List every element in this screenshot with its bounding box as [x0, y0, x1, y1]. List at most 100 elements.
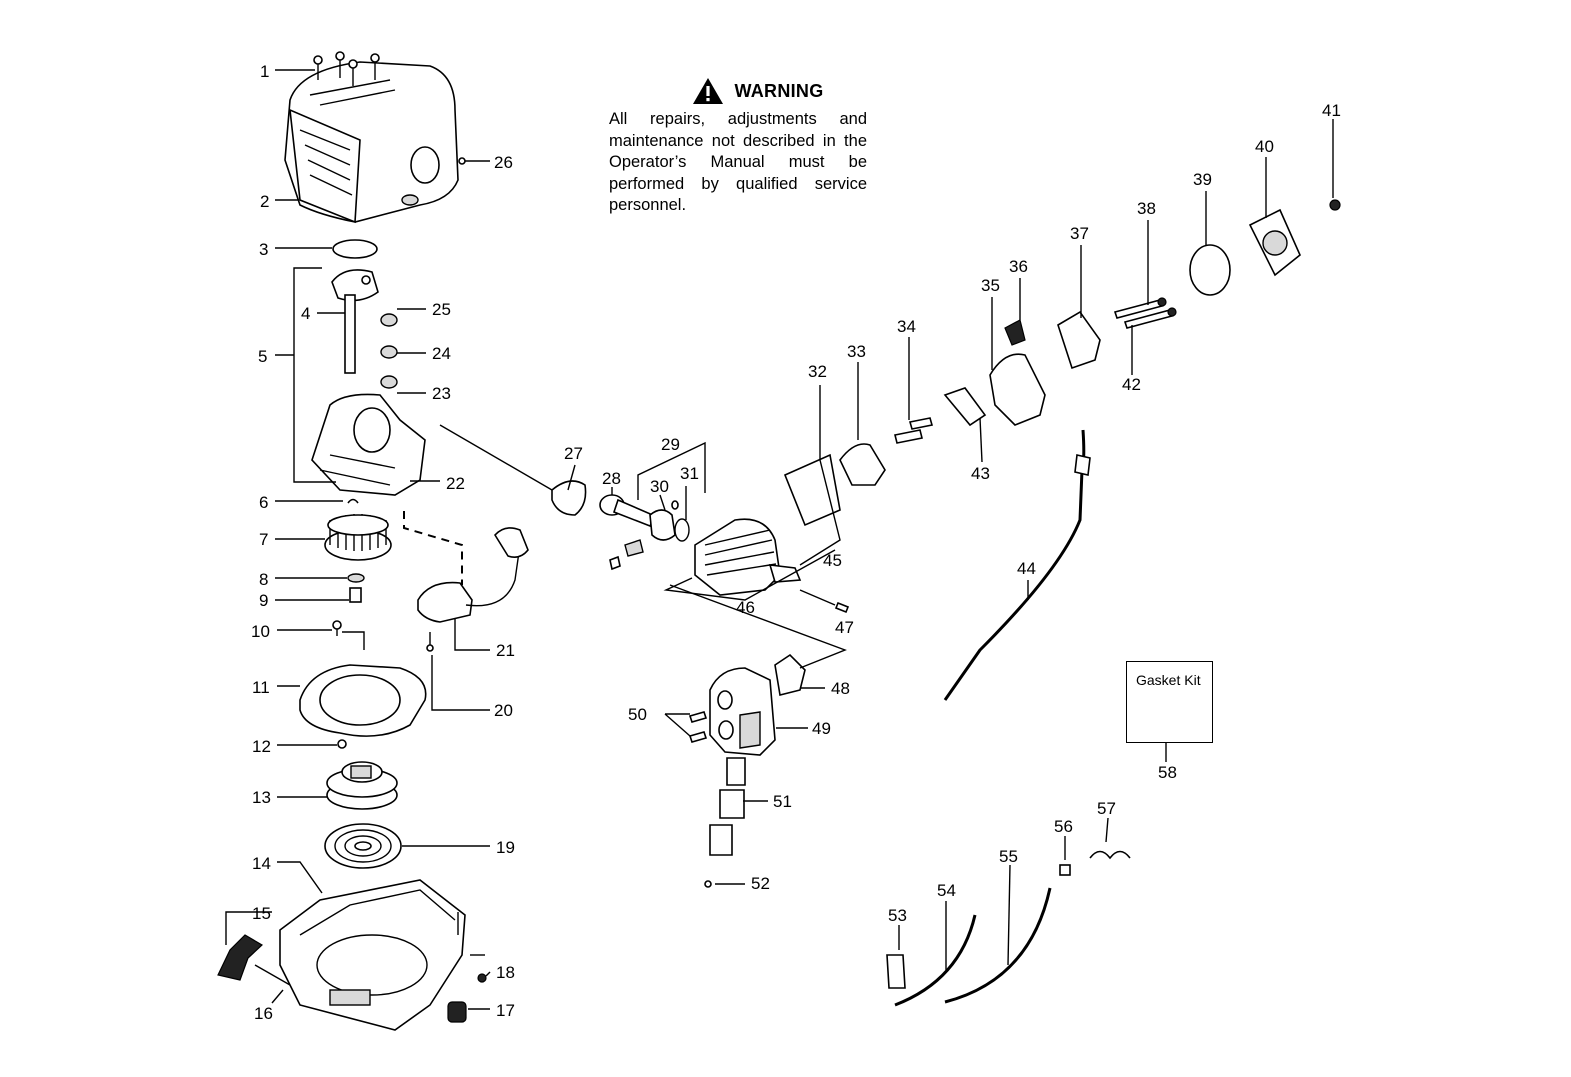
screw-12 — [337, 739, 347, 749]
callout-11: 11 — [252, 678, 270, 697]
warning-notice: WARNING All repairs, adjustments and mai… — [609, 77, 867, 217]
callout-44: 44 — [1017, 559, 1036, 578]
callout-50: 50 — [628, 705, 647, 724]
starter-handle — [217, 934, 291, 986]
callout-3: 3 — [259, 240, 268, 259]
fuel-line-54 — [894, 914, 977, 1007]
callout-10: 10 — [251, 622, 270, 641]
callout-14: 14 — [252, 854, 271, 873]
grommet — [447, 1001, 467, 1023]
callout-30: 30 — [650, 477, 669, 496]
fuel-filter — [886, 954, 906, 989]
starter-plate-hole — [319, 674, 401, 726]
callout-48: 48 — [831, 679, 850, 698]
callout-4: 4 — [301, 304, 310, 323]
callout-53: 53 — [888, 906, 907, 925]
callout-41: 41 — [1322, 101, 1341, 120]
callout-35: 35 — [981, 276, 1000, 295]
screw-10 — [332, 620, 342, 636]
callout-2: 2 — [260, 192, 269, 211]
screw-18 — [477, 973, 487, 983]
callout-55: 55 — [999, 847, 1018, 866]
carburetor — [989, 319, 1046, 426]
callout-34: 34 — [897, 317, 916, 336]
callout-12: 12 — [252, 737, 271, 756]
air-filter — [1189, 244, 1231, 296]
warning-triangle-icon — [693, 78, 724, 104]
clamps-57 — [1089, 850, 1131, 860]
nut — [349, 587, 362, 603]
callout-47: 47 — [835, 618, 854, 637]
callout-7: 7 — [259, 530, 268, 549]
gasket-kit-box: Gasket Kit — [1126, 661, 1213, 743]
carb-gasket — [943, 387, 987, 427]
callout-33: 33 — [847, 342, 866, 361]
carb-bolts — [1113, 297, 1177, 329]
air-filter-cover — [1248, 208, 1301, 277]
muffler-plates — [709, 757, 746, 856]
callout-45: 45 — [823, 551, 842, 570]
cover-screws — [313, 51, 380, 86]
ignition-module — [417, 527, 529, 652]
engine-cover — [284, 61, 459, 224]
callout-15: 15 — [252, 904, 271, 923]
connecting-rod — [599, 494, 657, 571]
callout-20: 20 — [494, 701, 513, 720]
callout-29: 29 — [661, 435, 680, 454]
callout-27: 27 — [564, 444, 583, 463]
cover-knob — [1329, 199, 1341, 211]
callout-9: 9 — [259, 591, 268, 610]
leader-lines — [225, 69, 1334, 1010]
starter-housing — [279, 879, 466, 1031]
callout-17: 17 — [496, 1001, 515, 1020]
callout-36: 36 — [1009, 257, 1028, 276]
mounting-screws — [894, 417, 934, 444]
callout-28: 28 — [602, 469, 621, 488]
muffler-screws — [688, 711, 708, 743]
callout-31: 31 — [680, 464, 699, 483]
callout-49: 49 — [812, 719, 831, 738]
callout-43: 43 — [971, 464, 990, 483]
callout-13: 13 — [252, 788, 271, 807]
warning-title: WARNING — [734, 80, 824, 101]
callout-52: 52 — [751, 874, 770, 893]
assembly-guide — [403, 511, 463, 585]
starter-pulley — [326, 761, 398, 810]
callout-24: 24 — [432, 344, 451, 363]
spark-plug — [834, 601, 850, 614]
rewind-spring — [324, 823, 402, 869]
callout-18: 18 — [496, 963, 515, 982]
cylinder — [694, 518, 802, 596]
warning-heading: WARNING — [649, 77, 867, 105]
callout-58: 58 — [1158, 763, 1177, 782]
throttle-cable-end — [1074, 454, 1091, 476]
callout-6: 6 — [259, 493, 268, 512]
intake-adapter — [839, 443, 886, 486]
callout-5: 5 — [258, 347, 267, 366]
callout-54: 54 — [937, 881, 956, 900]
callout-51: 51 — [773, 792, 792, 811]
callout-57: 57 — [1097, 799, 1116, 818]
callout-25: 25 — [432, 300, 451, 319]
callout-16: 16 — [254, 1004, 273, 1023]
crankcase — [311, 393, 426, 496]
callout-1: 1 — [260, 62, 269, 81]
screw-52 — [704, 880, 712, 888]
callout-39: 39 — [1193, 170, 1212, 189]
bearings — [380, 313, 398, 389]
muffler-gasket — [774, 653, 806, 696]
crankshaft — [331, 269, 379, 374]
callout-19: 19 — [496, 838, 515, 857]
callout-21: 21 — [496, 641, 515, 660]
throttle-cable — [943, 429, 1086, 701]
flywheel — [324, 514, 392, 561]
washer — [347, 573, 365, 583]
callout-26: 26 — [494, 153, 513, 172]
muffler — [709, 667, 776, 756]
callout-32: 32 — [808, 362, 827, 381]
callout-labels: 1 2 3 4 5 6 7 8 9 10 11 12 13 14 15 16 1… — [251, 62, 1341, 1023]
callout-46: 46 — [736, 598, 755, 617]
callout-8: 8 — [259, 570, 268, 589]
callout-56: 56 — [1054, 817, 1073, 836]
